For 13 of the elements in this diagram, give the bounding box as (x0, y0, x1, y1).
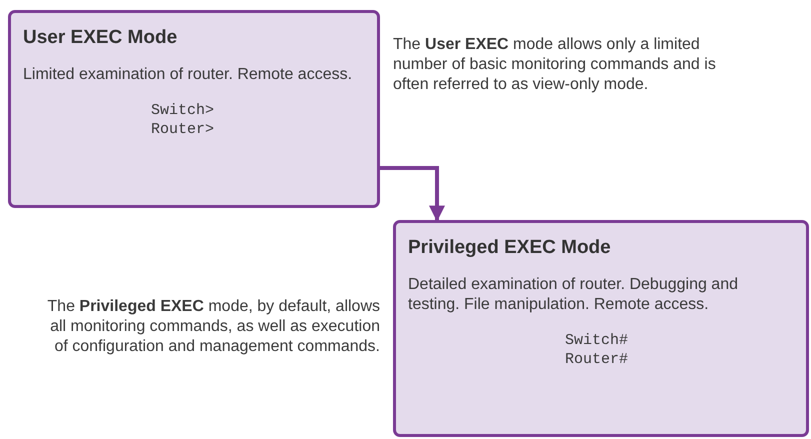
arrow (380, 166, 445, 222)
command-prompt: Router> (151, 120, 214, 139)
note-text: The User EXEC mode allows only a limited number of basic monitoring commands and is often referred to as view-only mode. (393, 35, 717, 95)
mode-box (393, 220, 809, 437)
description: Limited examination of router. Remote access. (23, 65, 354, 85)
command-prompt: Switch# (565, 331, 628, 350)
heading: Privileged EXEC Mode (408, 237, 611, 259)
note-text: The Privileged EXEC mode, by default, allows all monitoring commands, as well as execution of configuration and management commands. (46, 297, 380, 357)
mode-box (8, 10, 380, 208)
command-prompt: Router# (565, 350, 628, 369)
description: Detailed examination of router. Debugging and testing. File manipulation. Remote access. (408, 275, 739, 315)
command-prompt: Switch> (151, 101, 214, 120)
heading: User EXEC Mode (23, 27, 178, 49)
